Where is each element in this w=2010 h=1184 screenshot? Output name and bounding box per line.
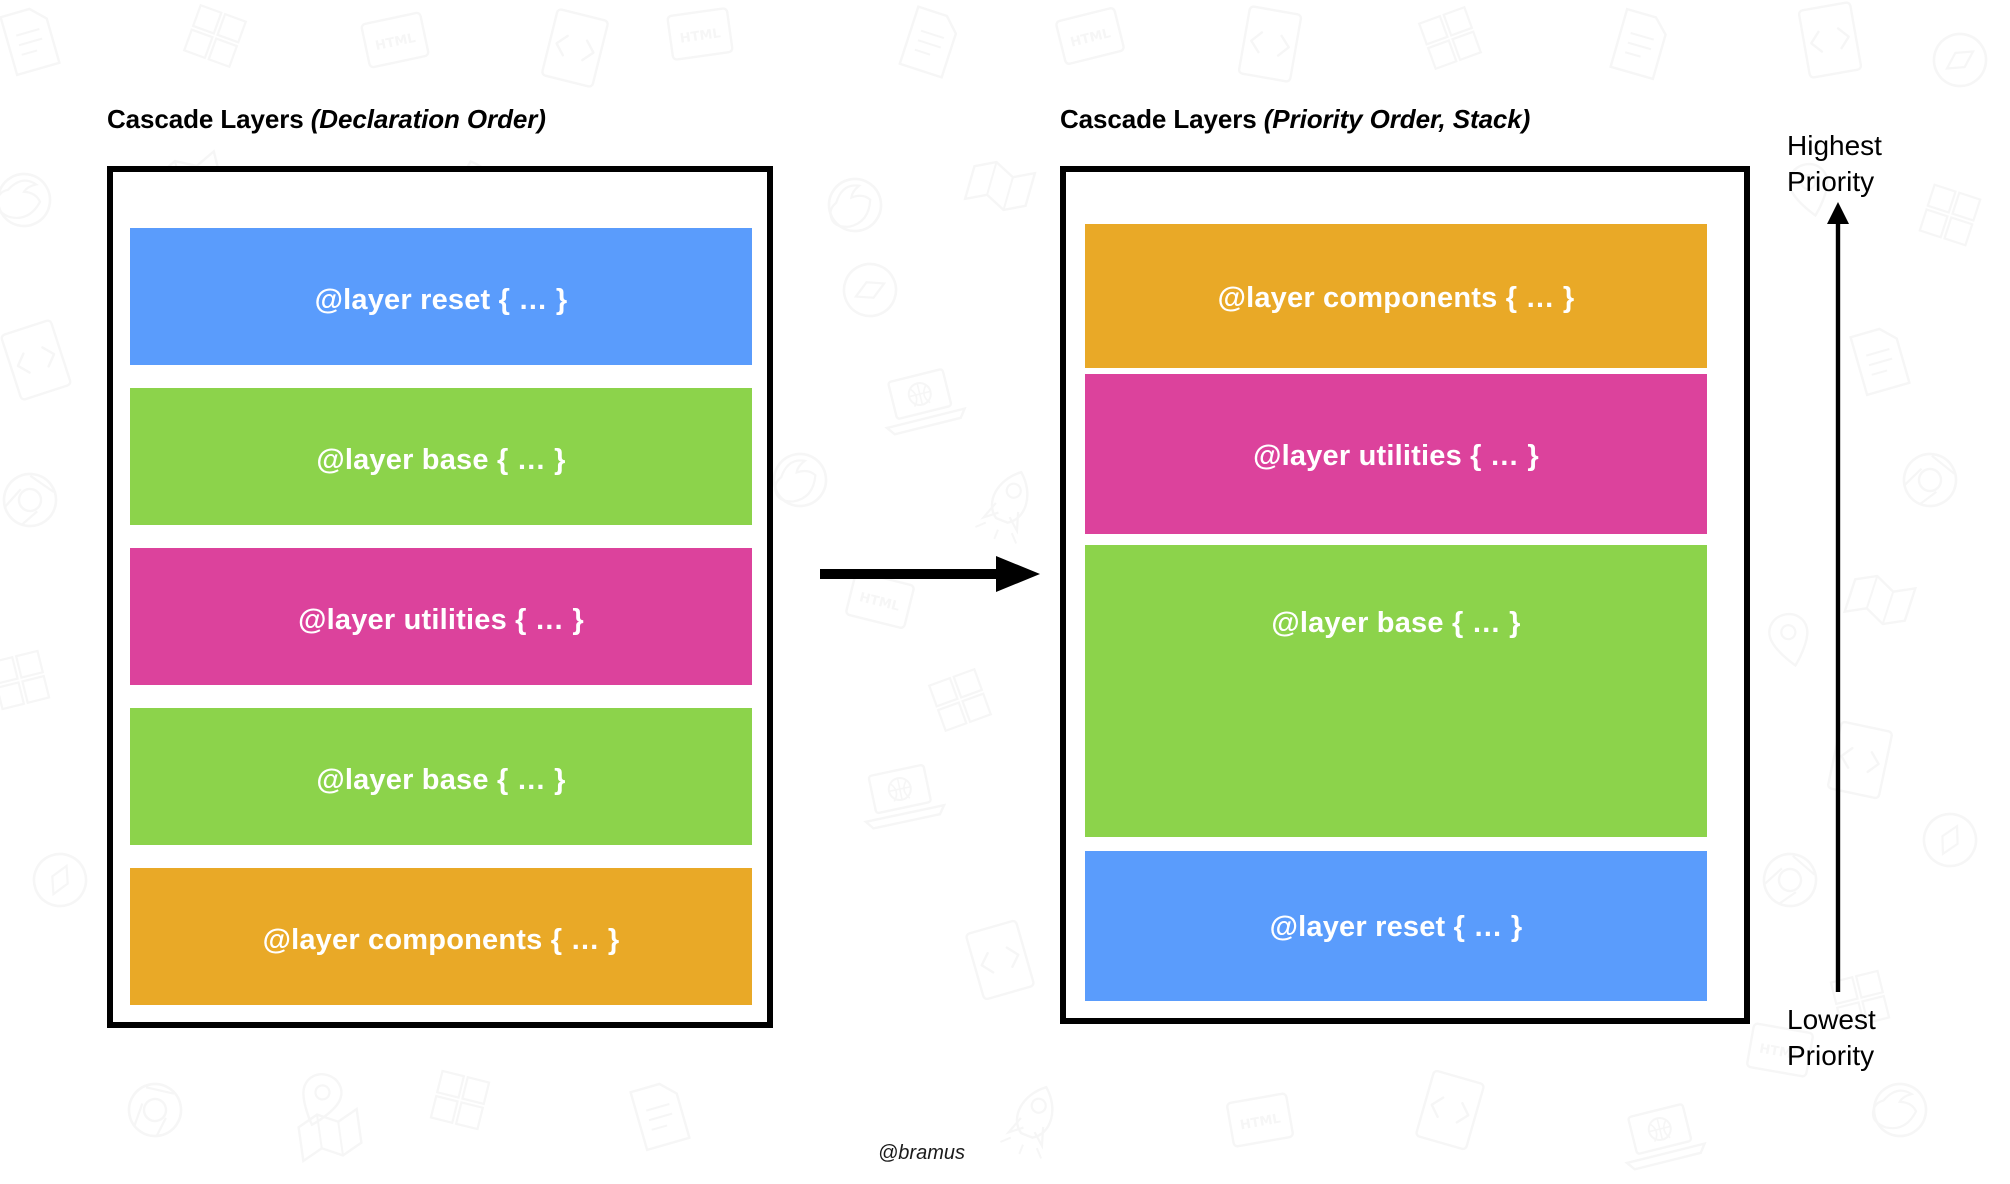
left-layer-block-utilities: @layer utilities { … }	[130, 548, 752, 685]
highest-priority-label: Highest Priority	[1787, 130, 1882, 197]
right-layer-label-base: @layer base { … }	[1271, 607, 1521, 639]
left-panel-title-sub: (Declaration Order)	[310, 104, 546, 134]
left-layer-label-base: @layer base { … }	[316, 444, 566, 476]
author-credit: @bramus	[878, 1142, 965, 1164]
lowest-priority-label: Lowest Priority	[1787, 1004, 1876, 1071]
right-panel-title-main: Cascade Layers	[1060, 104, 1264, 134]
right-layer-block-components: @layer components { … }	[1085, 224, 1707, 368]
right-layer-label-components: @layer components { … }	[1217, 282, 1575, 314]
left-panel-title: Cascade Layers (Declaration Order)	[107, 104, 546, 135]
transform-arrow	[820, 556, 1040, 592]
right-layer-label-utilities: @layer utilities { … }	[1253, 440, 1539, 472]
left-layer-label-reset: @layer reset { … }	[314, 284, 568, 316]
priority-arrow-up-icon	[1827, 202, 1849, 992]
right-panel-title-sub: (Priority Order, Stack)	[1263, 104, 1531, 134]
right-layer-label-reset: @layer reset { … }	[1269, 911, 1523, 943]
right-layer-block-base: @layer base { … }	[1085, 545, 1707, 837]
left-layer-block-components: @layer components { … }	[130, 868, 752, 1005]
right-panel-title: Cascade Layers (Priority Order, Stack)	[1060, 104, 1530, 135]
left-panel-title-main: Cascade Layers	[107, 104, 311, 134]
left-layer-label-components: @layer components { … }	[262, 924, 620, 956]
left-layer-label-utilities: @layer utilities { … }	[298, 604, 584, 636]
left-layer-label-base2: @layer base { … }	[316, 764, 566, 796]
right-layer-block-utilities: @layer utilities { … }	[1085, 374, 1707, 534]
right-layer-block-reset: @layer reset { … }	[1085, 851, 1707, 1001]
